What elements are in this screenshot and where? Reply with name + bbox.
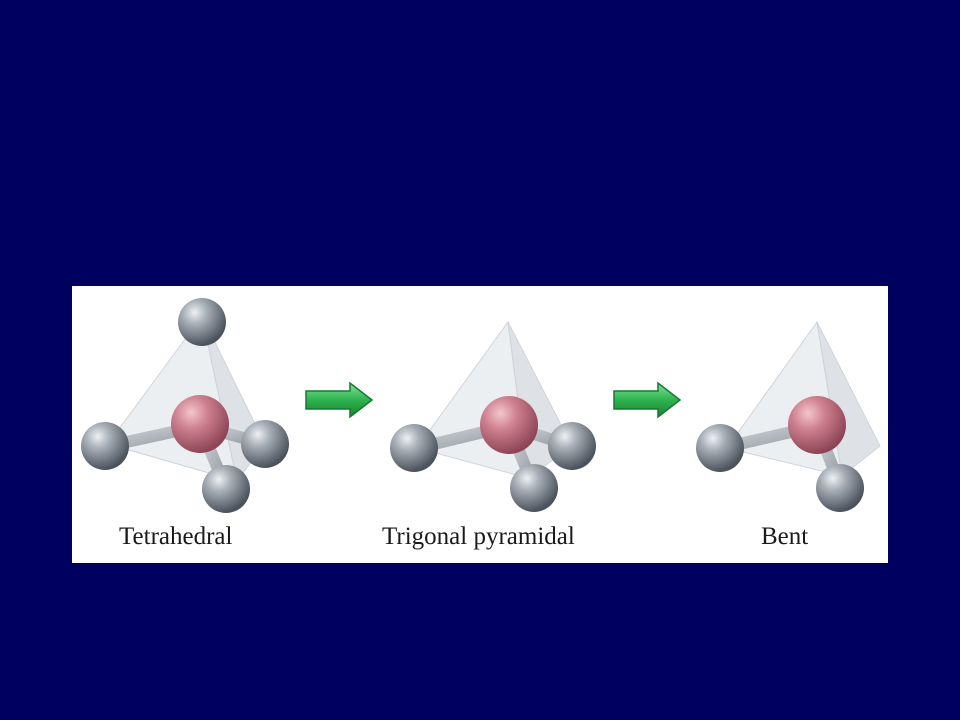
outer-atom <box>390 424 438 472</box>
caption-bent: Bent <box>761 523 809 550</box>
caption-tetrahedral: Tetrahedral <box>119 523 233 550</box>
right-arrow-icon <box>613 381 682 419</box>
figure-drawing <box>81 298 881 513</box>
outer-atom <box>241 420 289 468</box>
outer-atom <box>510 464 558 512</box>
outer-atom <box>696 424 744 472</box>
molecular-geometry-figure: Tetrahedral Trigonal pyramidal Bent <box>72 286 888 563</box>
central-atom <box>171 395 229 453</box>
central-atom <box>480 396 538 454</box>
outer-atom <box>548 422 596 470</box>
outer-atom <box>202 465 250 513</box>
outer-atom <box>81 422 129 470</box>
outer-atom <box>816 464 864 512</box>
bent-molecule <box>696 320 881 512</box>
right-arrow-icon <box>305 381 374 419</box>
central-atom <box>788 396 846 454</box>
caption-trigonal-pyramidal: Trigonal pyramidal <box>382 523 575 550</box>
outer-atom <box>178 298 226 346</box>
tetrahedral-molecule <box>81 298 289 513</box>
trigonal-pyramidal-molecule <box>390 320 596 512</box>
